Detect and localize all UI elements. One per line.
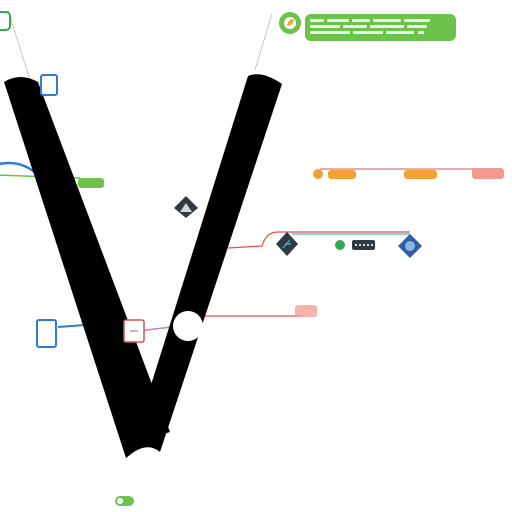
orange-dot-icon <box>313 169 323 179</box>
leaf-icon <box>287 19 294 26</box>
connector-top-left-thin <box>7 9 31 81</box>
left-green-tag[interactable] <box>78 178 104 188</box>
row-orange-tag-1[interactable] <box>328 170 356 179</box>
top-left-node[interactable] <box>0 11 11 31</box>
diamond-icon-glyph <box>282 239 291 249</box>
row-salmon-tag[interactable] <box>472 168 504 179</box>
status-dot-icon <box>335 240 345 250</box>
globe-diamond-glyph <box>405 241 415 251</box>
v-shape-right-arm <box>126 74 282 458</box>
node-blue-box-top[interactable] <box>40 74 58 96</box>
node-blue-box-lower[interactable] <box>36 319 57 348</box>
pink-tag[interactable] <box>295 305 317 317</box>
row-orange-tag-2[interactable] <box>404 170 437 179</box>
connector-lower-left-blue <box>57 324 86 328</box>
v-shape-left-arm <box>4 77 170 458</box>
v-arm-white-node[interactable] <box>173 311 203 341</box>
connector-right-red <box>227 231 410 249</box>
network-switch-ports <box>355 244 373 246</box>
toggle-knob <box>117 498 123 504</box>
connector-top-right-thin <box>254 13 273 71</box>
callout-text-lines <box>310 19 430 34</box>
node-red-box-inner <box>130 330 138 332</box>
mountain-icon-glyph <box>180 203 192 212</box>
